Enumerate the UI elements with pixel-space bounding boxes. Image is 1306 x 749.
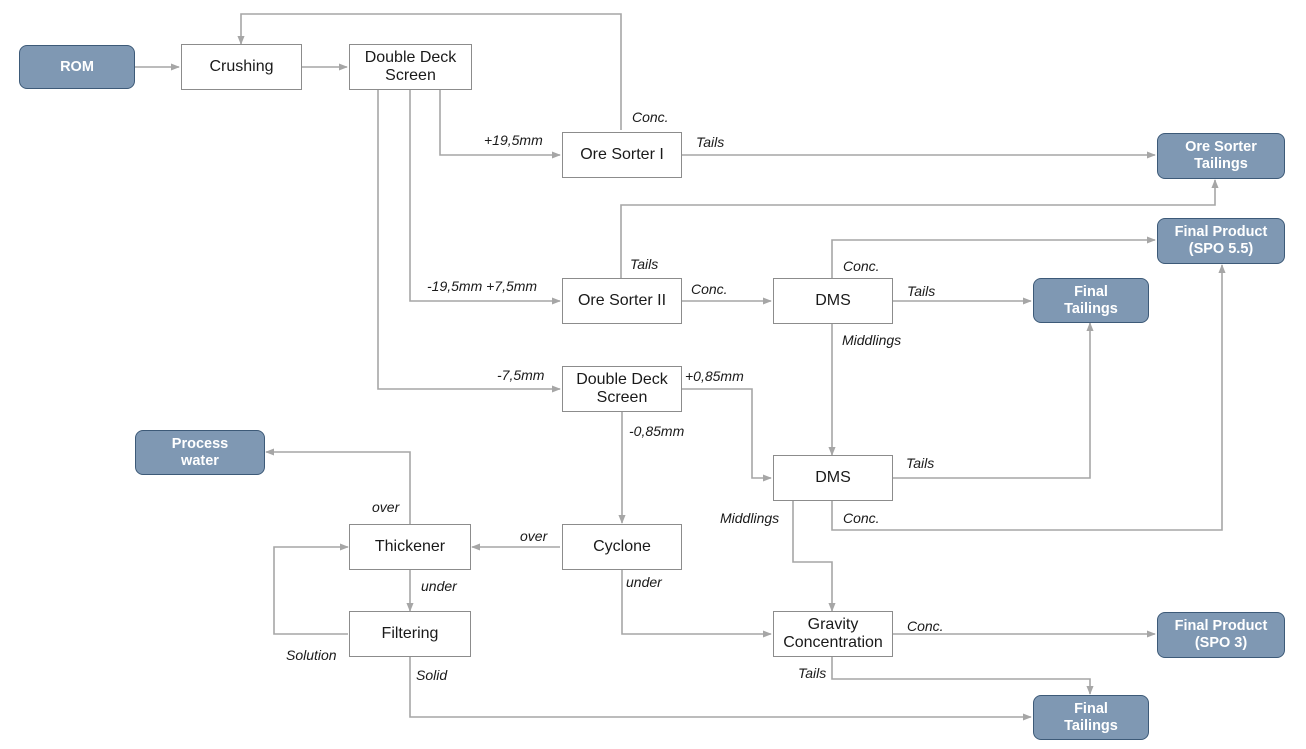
edge-thickener-water: [265, 448, 411, 524]
label-os1-conc: Conc.: [632, 109, 669, 125]
label-size-plus-0-85: +0,85mm: [685, 368, 744, 384]
edge-os1-conc-crushing: [237, 13, 622, 130]
ore-sorter-1-node: Ore Sorter I: [562, 132, 682, 178]
label-dms1-tails: Tails: [907, 283, 936, 299]
edge-screen1-screen2: [377, 90, 561, 393]
crushing-label: Crushing: [209, 57, 274, 75]
dms-2-node: DMS: [773, 455, 893, 501]
final-tailings-2-node: Final Tailings: [1033, 695, 1149, 740]
final-product-spo55-label: Final Product (SPO 5.5): [1174, 224, 1268, 257]
label-size-plus-19-5: +19,5mm: [484, 132, 543, 148]
edge-screen1-os2: [409, 90, 561, 305]
dms-1-node: DMS: [773, 278, 893, 324]
label-filtering-solid: Solid: [416, 667, 448, 683]
edge-filtering-solution: [273, 543, 349, 635]
edge-dms1-conc: [831, 236, 1156, 278]
label-dms2-tails: Tails: [906, 455, 935, 471]
edge-dms2-tails: [893, 322, 1094, 479]
label-dms2-conc: Conc.: [843, 510, 880, 526]
label-gravity-conc: Conc.: [907, 618, 944, 634]
final-product-spo55-node: Final Product (SPO 5.5): [1157, 218, 1285, 264]
ore-sorter-1-label: Ore Sorter I: [580, 145, 664, 163]
thickener-node: Thickener: [349, 524, 471, 570]
final-tailings-1-label: Final Tailings: [1064, 283, 1118, 317]
double-deck-screen-1-node: Double Deck Screen: [349, 44, 472, 90]
label-gravity-tails: Tails: [798, 665, 827, 681]
edge-dms2-gravity: [792, 501, 836, 612]
process-water-node: Process water: [135, 430, 265, 475]
rom-label: ROM: [60, 58, 94, 75]
edge-cyclone-gravity: [621, 570, 772, 638]
process-water-label: Process water: [171, 435, 229, 469]
double-deck-screen-2-label: Double Deck Screen: [576, 370, 668, 406]
edge-os2-tails: [620, 179, 1219, 278]
edge-screen2-dms2: [682, 388, 772, 482]
label-thickener-under: under: [421, 578, 457, 594]
final-product-spo3-node: Final Product (SPO 3): [1157, 612, 1285, 658]
edge-screen1-os1: [439, 90, 561, 159]
filtering-label: Filtering: [381, 624, 439, 642]
label-thickener-over: over: [372, 499, 400, 515]
final-tailings-2-label: Final Tailings: [1064, 700, 1118, 734]
label-cyclone-under: under: [626, 574, 662, 590]
label-size-19-5-7-5: -19,5mm +7,5mm: [427, 278, 538, 294]
dms-1-label: DMS: [815, 291, 851, 309]
ore-sorter-2-label: Ore Sorter II: [577, 291, 667, 309]
label-filtering-solution: Solution: [286, 647, 337, 663]
double-deck-screen-2-node: Double Deck Screen: [562, 366, 682, 412]
label-dms1-middlings: Middlings: [842, 332, 902, 348]
cyclone-label: Cyclone: [593, 537, 651, 555]
edge-dms2-conc: [831, 264, 1226, 531]
label-os2-tails: Tails: [630, 256, 659, 272]
crushing-node: Crushing: [181, 44, 302, 90]
final-product-spo3-label: Final Product (SPO 3): [1174, 618, 1268, 651]
double-deck-screen-1-label: Double Deck Screen: [364, 48, 457, 84]
gravity-concentration-node: Gravity Concentration: [773, 611, 893, 657]
ore-sorter-tailings-label: Ore Sorter Tailings: [1185, 139, 1257, 172]
filtering-node: Filtering: [349, 611, 471, 657]
label-dms2-middlings: Middlings: [720, 510, 780, 526]
ore-sorter-tailings-node: Ore Sorter Tailings: [1157, 133, 1285, 179]
label-size-minus-0-85: -0,85mm: [629, 423, 685, 439]
label-dms1-conc: Conc.: [843, 258, 880, 274]
label-os1-tails: Tails: [696, 134, 725, 150]
label-os2-conc: Conc.: [691, 281, 728, 297]
dms-2-label: DMS: [815, 468, 851, 486]
final-tailings-1-node: Final Tailings: [1033, 278, 1149, 323]
gravity-concentration-label: Gravity Concentration: [783, 615, 883, 651]
thickener-label: Thickener: [374, 537, 446, 555]
edge-gravity-tails: [831, 657, 1094, 695]
label-size-minus-7-5: -7,5mm: [497, 367, 545, 383]
label-cyclone-over: over: [520, 528, 548, 544]
edge-filtering-solid: [409, 657, 1032, 721]
rom-node: ROM: [19, 45, 135, 89]
ore-sorter-2-node: Ore Sorter II: [562, 278, 682, 324]
cyclone-node: Cyclone: [562, 524, 682, 570]
